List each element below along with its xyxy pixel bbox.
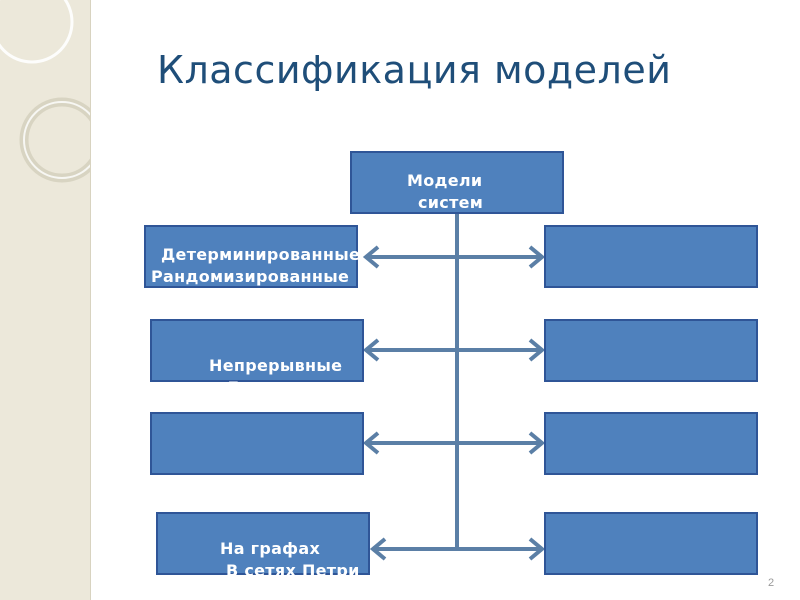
left-box-4 [156, 512, 370, 575]
left-box-2-line-2: Дискретные [226, 378, 343, 397]
left-box-1-line-1: Детерминированные [161, 245, 361, 264]
root-box [350, 151, 564, 214]
root-box-line-1: Модели [407, 171, 483, 190]
left-box-2 [150, 319, 364, 382]
right-box-2 [544, 319, 758, 382]
right-box-4 [544, 512, 758, 575]
right-box-1 [544, 225, 758, 288]
arrow-row-3 [362, 431, 546, 455]
arrow-row-4 [369, 537, 546, 561]
root-box-line-2: систем [418, 193, 484, 212]
page-number: 2 [768, 577, 775, 589]
left-box-3 [150, 412, 364, 475]
arrow-row-2 [362, 338, 546, 362]
decorative-side-panel [0, 0, 91, 600]
left-box-4-line-1: На графах [220, 539, 321, 558]
left-box-1-line-2: Рандомизированные [151, 267, 350, 286]
left-box-4-line-2: В сетях Петри [226, 561, 360, 580]
slide-title: Классификация моделей [157, 48, 672, 92]
arrow-row-1 [362, 245, 546, 269]
right-box-3 [544, 412, 758, 475]
decorative-circles [0, 0, 90, 183]
left-box-2-line-1: Непрерывные [209, 356, 343, 375]
left-box-1 [144, 225, 358, 288]
